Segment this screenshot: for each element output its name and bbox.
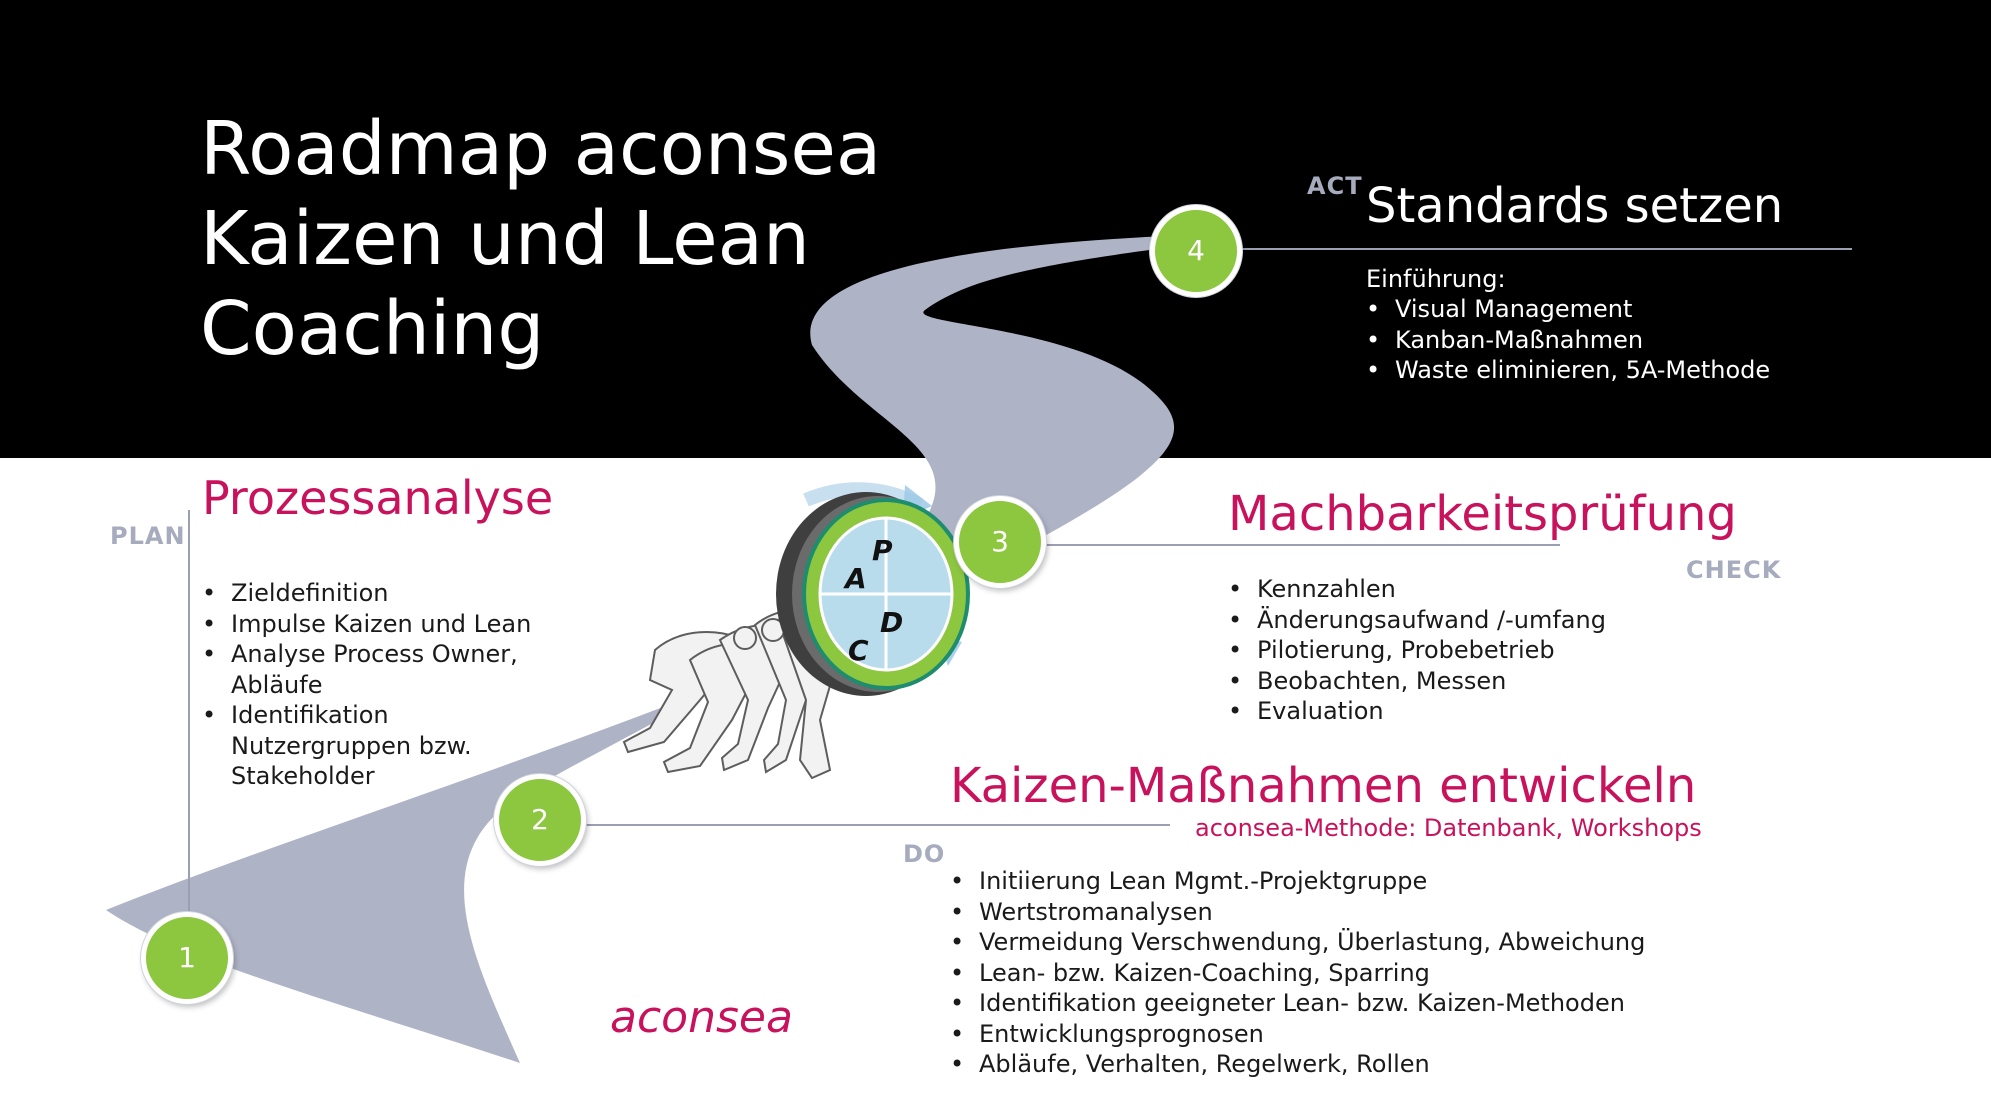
list-item: Änderungsaufwand /-umfang [1228, 605, 1606, 636]
step-3-heading: Machbarkeitsprüfung [1228, 486, 1737, 542]
list-item: Zieldefinition [202, 578, 542, 609]
list-item: Kanban-Maßnahmen [1366, 325, 1770, 356]
phase-label-check: CHECK [1686, 556, 1782, 584]
step-2-number-badge: 2 [494, 774, 586, 866]
phase-label-act: ACT [1307, 172, 1363, 200]
step-1-list: Zieldefinition Impulse Kaizen und Lean A… [202, 578, 542, 792]
step-3-number-badge: 3 [954, 496, 1046, 588]
phase-label-do: DO [903, 840, 946, 868]
list-item: Identifikation Nutzergruppen bzw. Stakeh… [202, 700, 542, 792]
step-1-number-badge: 1 [141, 912, 233, 1004]
winding-road [106, 236, 1175, 1063]
pdca-wheel: A P C D [776, 482, 970, 696]
title-line-3: Coaching [200, 286, 545, 372]
title-line-2: Kaizen und Lean [200, 196, 810, 282]
step-2-subheading: aconsea-Methode: Datenbank, Workshops [1195, 814, 1702, 842]
list-item: Lean- bzw. Kaizen-Coaching, Sparring [950, 958, 1645, 989]
step-4-heading: Standards setzen [1366, 178, 1784, 234]
list-item: Wertstromanalysen [950, 897, 1645, 928]
phase-label-plan: PLAN [110, 522, 186, 550]
list-item: Abläufe, Verhalten, Regelwerk, Rollen [950, 1049, 1645, 1080]
step-3-list: Kennzahlen Änderungsaufwand /-umfang Pil… [1228, 574, 1606, 727]
step-4-content: Einführung: Visual Management Kanban-Maß… [1366, 264, 1770, 386]
step-4-intro: Einführung: [1366, 265, 1506, 293]
list-item: Visual Management [1366, 294, 1770, 325]
list-item: Entwicklungsprognosen [950, 1019, 1645, 1050]
pdca-label-p: P [872, 534, 893, 567]
list-item: Initiierung Lean Mgmt.-Projektgruppe [950, 866, 1645, 897]
pdca-label-a: A [843, 562, 867, 595]
step-4-number-badge: 4 [1150, 205, 1242, 297]
page-title: Roadmap aconsea Kaizen und Lean Coaching [200, 104, 881, 374]
title-line-1: Roadmap aconsea [200, 106, 882, 192]
list-item: Beobachten, Messen [1228, 666, 1606, 697]
list-item: Impulse Kaizen und Lean [202, 609, 542, 640]
pdca-label-c: C [848, 634, 869, 667]
pdca-label-d: D [880, 606, 903, 639]
step-1-heading: Prozessanalyse [202, 471, 554, 525]
list-item: Pilotierung, Probebetrieb [1228, 635, 1606, 666]
list-item: Vermeidung Verschwendung, Überlastung, A… [950, 927, 1645, 958]
step-2-heading: Kaizen-Maßnahmen entwickeln [950, 758, 1697, 814]
list-item: Waste eliminieren, 5A-Methode [1366, 355, 1770, 386]
people-pushing-wheel [622, 600, 857, 780]
step-4-list: Visual Management Kanban-Maßnahmen Waste… [1366, 294, 1770, 386]
list-item: Identifikation geeigneter Lean- bzw. Kai… [950, 988, 1645, 1019]
list-item: Analyse Process Owner, Abläufe [202, 639, 542, 700]
aconsea-logo: aconsea [610, 992, 793, 1043]
list-item: Kennzahlen [1228, 574, 1606, 605]
step-2-list: Initiierung Lean Mgmt.-Projektgruppe Wer… [950, 866, 1645, 1080]
list-item: Evaluation [1228, 696, 1606, 727]
